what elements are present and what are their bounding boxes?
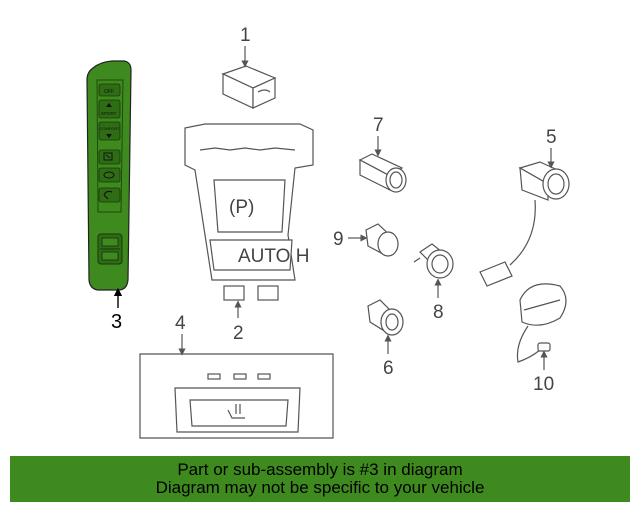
part-2-console[interactable] [184, 123, 314, 301]
part-5-outlet[interactable] [479, 161, 570, 287]
part-4-heater-panel[interactable] [139, 353, 334, 439]
part-10-cap[interactable] [516, 283, 567, 363]
part-9-knob[interactable] [365, 223, 399, 257]
part-1-module[interactable] [221, 65, 277, 109]
auto-hold-label: AUTO H [238, 246, 309, 267]
callout-5: 5 [546, 127, 557, 148]
callout-4: 4 [175, 313, 186, 334]
callout-2: 2 [233, 323, 244, 344]
callout-8: 8 [433, 302, 444, 323]
parts-diagram: OFF SPORT COMFORT 3 1 (P) AUTO [86, 25, 570, 439]
callout-7: 7 [373, 115, 384, 136]
sport-button-label: SPORT [101, 111, 117, 116]
banner-line-2: Diagram may not be specific to your vehi… [155, 478, 485, 497]
callout-6: 6 [383, 358, 394, 379]
callout-10: 10 [533, 374, 554, 395]
part-3-switch-panel[interactable]: OFF SPORT COMFORT [86, 60, 132, 291]
sensor-icon [103, 171, 115, 179]
return-arrow-icon [103, 190, 113, 200]
part-6-socket[interactable] [367, 299, 404, 336]
callout-3: 3 [111, 311, 122, 333]
callout-9: 9 [333, 229, 344, 250]
part-7-socket[interactable] [358, 153, 407, 193]
off-button-label: OFF [104, 89, 114, 95]
park-brake-symbol: (P) [229, 197, 254, 218]
part-info-banner: Part or sub-assembly is #3 in diagram Di… [10, 456, 630, 502]
callout-1: 1 [240, 25, 251, 46]
banner-line-1: Part or sub-assembly is #3 in diagram [177, 460, 463, 479]
comfort-button-label: COMFORT [100, 126, 121, 131]
camera-icon [103, 152, 113, 161]
part-8-bezel[interactable] [413, 243, 454, 279]
